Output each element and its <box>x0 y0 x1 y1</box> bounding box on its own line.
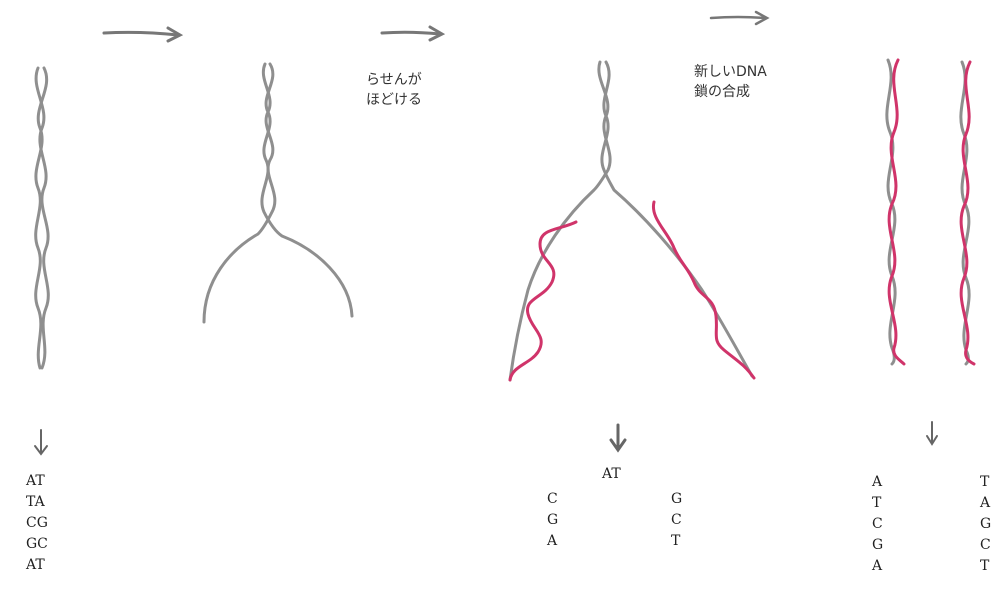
base: C <box>671 510 682 531</box>
base: T <box>980 472 991 493</box>
process-arrow-3 <box>711 12 767 24</box>
process-arrow-1 <box>104 28 180 41</box>
down-arrow-stage1 <box>35 430 47 454</box>
base: T <box>980 556 991 577</box>
base: T <box>872 493 883 514</box>
base: A <box>872 472 883 493</box>
stage3-top-pair: AT <box>602 464 621 485</box>
synthesis-label-line2: 鎖の合成 <box>694 82 767 102</box>
stage4-right-bases: T A G C T <box>980 472 991 577</box>
stage1-double-helix <box>36 68 49 368</box>
base-pair: AT <box>26 555 48 576</box>
base: G <box>671 489 682 510</box>
base: C <box>547 489 558 510</box>
stage4-left-bases: A T C G A <box>872 472 883 577</box>
stage3-left-bases: C G A <box>547 489 558 552</box>
process-arrow-2 <box>382 27 442 40</box>
stage4-daughter-helix-1 <box>887 60 904 364</box>
unwind-label: らせんが ほどける <box>366 70 422 110</box>
base: G <box>980 514 991 535</box>
unwind-label-line1: らせんが <box>366 70 422 90</box>
base: A <box>547 531 558 552</box>
stage4-daughter-helix-2 <box>961 62 974 364</box>
base-pair: AT <box>602 464 621 485</box>
base: A <box>980 493 991 514</box>
stage3-right-bases: G C T <box>671 489 682 552</box>
synthesis-label: 新しいDNA 鎖の合成 <box>694 62 767 102</box>
down-arrow-stage3 <box>611 425 625 450</box>
base-pair: TA <box>26 492 48 513</box>
new-strand-left <box>510 222 576 380</box>
base: C <box>872 514 883 535</box>
base-pair: GC <box>26 534 48 555</box>
unwind-label-line2: ほどける <box>366 90 422 110</box>
down-arrow-stage4 <box>927 422 937 444</box>
stage3-replication-fork <box>510 62 754 380</box>
base-pair: CG <box>26 513 48 534</box>
stage1-base-pairs: AT TA CG GC AT <box>26 471 48 576</box>
stage2-unwinding-helix <box>204 64 352 322</box>
base: G <box>872 535 883 556</box>
base-pair: AT <box>26 471 48 492</box>
base: G <box>547 510 558 531</box>
base: A <box>872 556 883 577</box>
synthesis-label-line1: 新しいDNA <box>694 62 767 82</box>
base: T <box>671 531 682 552</box>
base: C <box>980 535 991 556</box>
